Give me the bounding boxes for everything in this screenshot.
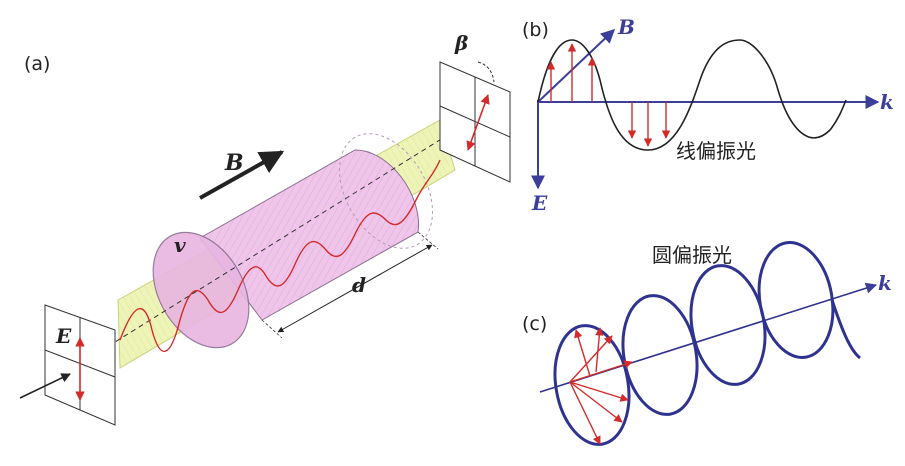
rotating-e-vectors	[569, 327, 633, 445]
length-dimension-line	[277, 244, 433, 333]
panel-c: (c) 圆偏振光 k	[522, 241, 892, 446]
circular-polarized-helix	[553, 241, 862, 446]
output-e-field-arrow	[466, 94, 490, 151]
linear-polarized-wave	[537, 39, 847, 151]
panel-a: (a) E β	[19, 31, 511, 426]
length-label: d	[352, 273, 366, 297]
linear-polarized-caption: 线偏振光	[676, 139, 756, 163]
faraday-medium-cylinder	[152, 133, 433, 349]
magnetic-field-arrow	[199, 150, 285, 200]
rotation-angle-label: β	[454, 31, 468, 55]
panel-a-label: (a)	[24, 53, 50, 75]
output-analyzer-frame: β	[439, 31, 511, 183]
magnetic-field-label: B	[224, 150, 244, 176]
k-axis-c-label: k	[878, 271, 892, 295]
k-axis-b-label: k	[880, 90, 894, 114]
verdet-constant-label: v	[174, 233, 186, 257]
b-axis-b-label: B	[617, 15, 635, 39]
e-axis-b-label: E	[531, 191, 548, 215]
input-polarizer-frame: E	[44, 304, 116, 426]
rotation-angle-arc	[477, 61, 495, 83]
linear-wave-a	[119, 159, 441, 352]
panel-b-label: (b)	[522, 19, 549, 41]
panel-c-label: (c)	[522, 313, 547, 335]
circular-polarized-caption: 圆偏振光	[652, 243, 732, 267]
e-field-label: E	[55, 324, 72, 348]
input-light-arrow	[19, 373, 71, 399]
linear-e-vectors	[546, 43, 671, 147]
panel-b: (b) k E B 线偏振光	[522, 15, 894, 215]
